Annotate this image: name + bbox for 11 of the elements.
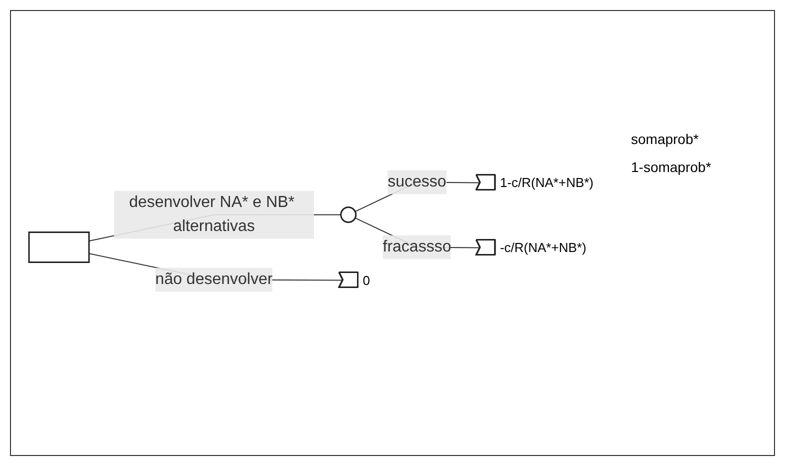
payoff-value: 0 [362,272,370,288]
probability-label: somaprob* [631,131,700,147]
edge-label: fracassso [382,238,452,256]
node-circle [340,206,357,223]
edge-label: desenvolver NA* e NB* alternativas [129,194,294,235]
node-box [28,232,90,263]
edge-label: não desenvolver [155,270,273,288]
payoff-value: -c/R(NA*+NB*) [500,240,586,256]
edge-label: sucesso [388,173,446,190]
probability-label: 1-somaprob* [631,159,712,175]
payoff-value: 1-c/R(NA*+NB*) [500,175,594,190]
